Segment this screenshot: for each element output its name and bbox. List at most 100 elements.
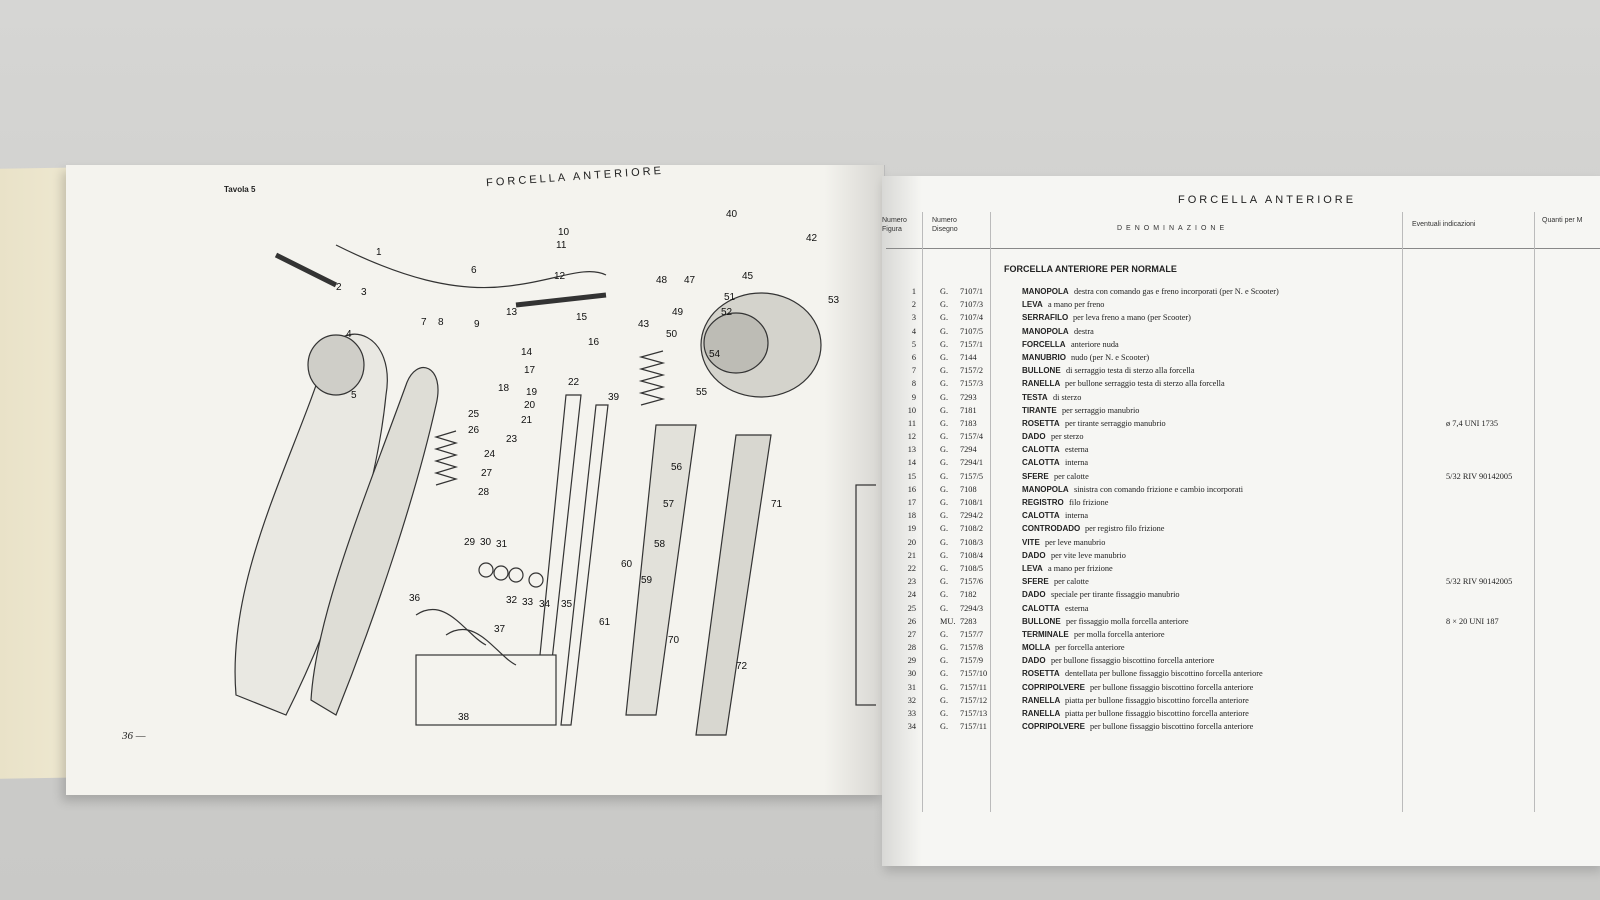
- row-drawing-number: 7157/11: [960, 682, 987, 692]
- callout-54: 54: [709, 349, 721, 360]
- callout-52: 52: [721, 307, 733, 318]
- row-part-name: REGISTRO: [1022, 498, 1064, 507]
- row-number: 2: [911, 300, 916, 310]
- row-part-name: FORCELLA: [1022, 339, 1066, 349]
- row-part-description: per calotte: [1054, 577, 1089, 587]
- callout-30: 30: [480, 537, 492, 548]
- row-number: 19: [907, 524, 916, 534]
- section-title: FORCELLA ANTERIORE PER NORMALE: [1004, 264, 1177, 274]
- row-number: 10: [907, 405, 916, 415]
- callout-5: 5: [351, 390, 357, 401]
- row-drawing-number: 7283: [960, 616, 977, 626]
- row-prefix: G.: [940, 669, 949, 679]
- row-number: 5: [911, 339, 916, 349]
- callout-39: 39: [608, 392, 620, 403]
- row-number: 3: [911, 313, 916, 323]
- callout-7: 7: [421, 317, 427, 328]
- row-part-description: a mano per freno: [1048, 300, 1105, 310]
- row-drawing-number: 7144: [960, 352, 977, 362]
- callout-15: 15: [576, 312, 588, 323]
- row-part-name: MANUBRIO: [1022, 352, 1066, 362]
- row-part-name: ROSETTA: [1022, 418, 1060, 428]
- row-part-description: per tirante serraggio manubrio: [1065, 418, 1166, 428]
- row-prefix: G.: [940, 629, 949, 639]
- row-part-name: LEVA: [1022, 563, 1043, 573]
- row-part-description: interna: [1065, 511, 1089, 521]
- row-part-description: anteriore nuda: [1071, 339, 1119, 349]
- row-drawing-number: 7108/4: [960, 550, 984, 560]
- row-prefix: G.: [940, 432, 949, 442]
- row-prefix: G.: [940, 537, 949, 547]
- callout-26: 26: [468, 425, 480, 436]
- row-part-name: DADO: [1022, 550, 1046, 560]
- row-note: 5/32 RIV 90142005: [1446, 577, 1513, 587]
- callout-56: 56: [671, 462, 683, 473]
- row-drawing-number: 7181: [960, 405, 977, 415]
- row-number: 34: [907, 722, 916, 732]
- column-divider: [1534, 212, 1535, 812]
- row-number: 9: [911, 392, 916, 402]
- callout-47: 47: [684, 275, 696, 286]
- row-part-name: RANELLA: [1022, 709, 1061, 718]
- row-drawing-number: 7108/3: [960, 537, 984, 547]
- row-part-description: dentellata per bullone fissaggio biscott…: [1065, 669, 1263, 679]
- row-part-name: SFERE: [1022, 471, 1049, 481]
- row-number: 15: [907, 471, 916, 481]
- callout-22: 22: [568, 377, 580, 388]
- callout-16: 16: [588, 337, 600, 348]
- row-part-description: destra: [1074, 326, 1094, 336]
- row-drawing-number: 7157/9: [960, 656, 984, 666]
- column-divider: [990, 212, 991, 812]
- row-number: 20: [907, 537, 916, 547]
- row-part-description: filo frizione: [1069, 498, 1109, 507]
- right-page: FORCELLA ANTERIORE Numero Figura Numero …: [882, 176, 1600, 866]
- row-part-description: di serraggio testa di sterzo alla forcel…: [1066, 366, 1195, 376]
- row-part-name: COPRIPOLVERE: [1022, 682, 1085, 692]
- callout-25: 25: [468, 409, 480, 420]
- row-number: 24: [907, 590, 916, 600]
- row-prefix: G.: [940, 695, 949, 705]
- row-drawing-number: 7157/5: [960, 471, 984, 481]
- row-number: 27: [907, 629, 916, 639]
- row-part-description: sinistra con comando frizione e cambio i…: [1074, 484, 1244, 494]
- row-part-name: VITE: [1022, 537, 1040, 547]
- row-part-description: per calotte: [1054, 471, 1089, 481]
- row-part-description: piatta per bullone fissaggio biscottino …: [1065, 695, 1249, 705]
- row-prefix: G.: [940, 471, 949, 481]
- row-part-description: a mano per frizione: [1048, 563, 1113, 573]
- row-drawing-number: 7157/10: [960, 669, 988, 679]
- callout-20: 20: [524, 400, 536, 411]
- header-rule: [886, 248, 1600, 249]
- row-part-name: SERRAFILO: [1022, 313, 1069, 323]
- row-prefix: G.: [940, 458, 949, 468]
- row-part-name: BULLONE: [1022, 366, 1061, 376]
- row-part-name: MOLLA: [1022, 643, 1051, 653]
- row-number: 22: [907, 563, 916, 573]
- row-part-description: nudo (per N. e Scooter): [1071, 352, 1150, 362]
- row-part-name: MANOPOLA: [1022, 484, 1069, 494]
- callout-70: 70: [668, 635, 680, 646]
- row-part-description: per leve manubrio: [1045, 537, 1106, 547]
- row-number: 13: [907, 445, 916, 455]
- row-prefix: G.: [940, 577, 949, 587]
- callout-60: 60: [621, 559, 633, 570]
- callout-71: 71: [771, 499, 783, 510]
- row-drawing-number: 7294/2: [960, 511, 984, 521]
- row-number: 31: [907, 682, 916, 692]
- callout-41: 41: [828, 195, 840, 198]
- row-drawing-number: 7293: [960, 392, 977, 402]
- row-prefix: G.: [940, 603, 949, 613]
- row-number: 29: [907, 656, 916, 666]
